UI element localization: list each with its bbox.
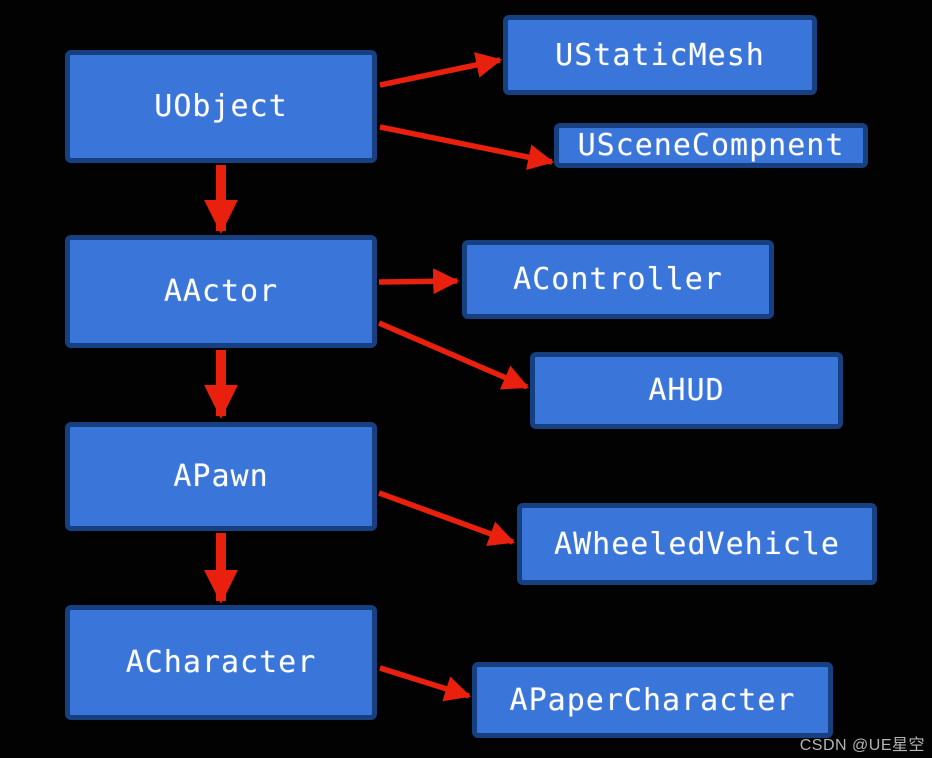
edge-uobject-uscenecompnent — [379, 124, 555, 170]
watermark: CSDN @UE星空 — [799, 737, 925, 754]
node-aactor: AActor — [65, 235, 377, 348]
node-acharacter: ACharacter — [65, 605, 377, 720]
node-acontroller: AController — [462, 240, 774, 319]
node-apapercharacter: APaperCharacter — [472, 662, 833, 738]
node-aactor-label: AActor — [163, 274, 279, 309]
node-apawn-label: APawn — [173, 459, 269, 494]
node-uscenecompnent-label: USceneCompnent — [577, 128, 845, 163]
node-acharacter-label: ACharacter — [125, 645, 317, 680]
node-uobject: UObject — [65, 50, 377, 163]
edge-acharacter-apapercharacter — [379, 665, 472, 702]
node-awheeledvehicle: AWheeledVehicle — [517, 503, 877, 585]
node-ahud: AHUD — [530, 352, 843, 429]
node-ustaticmesh-label: UStaticMesh — [555, 37, 765, 73]
node-ustaticmesh: UStaticMesh — [503, 15, 817, 95]
node-awheeledvehicle-label: AWheeledVehicle — [554, 526, 840, 562]
edge-aactor-acontroller — [378, 268, 460, 295]
edge-aactor-ahud — [377, 320, 529, 390]
node-acontroller-label: AController — [513, 262, 723, 297]
node-apapercharacter-label: APaperCharacter — [509, 682, 796, 718]
edge-apawn-awheeledvehicle — [378, 490, 516, 547]
node-apawn: APawn — [65, 422, 377, 531]
node-ahud-label: AHUD — [648, 373, 725, 408]
node-uobject-label: UObject — [154, 89, 288, 124]
edge-uobject-ustaticmesh — [379, 52, 503, 88]
node-uscenecompnent: USceneCompnent — [554, 123, 868, 168]
